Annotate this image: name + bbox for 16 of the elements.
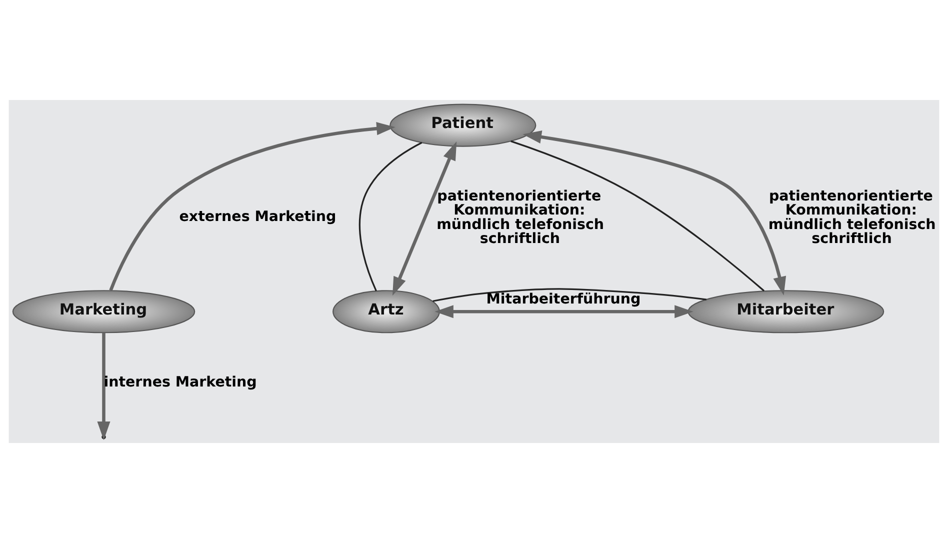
edge-label: Mitarbeiterführung [486,291,641,308]
edge-label: internes Marketing [104,374,257,391]
arrow [434,305,694,318]
connector [510,140,765,292]
connector [358,142,422,292]
edge-label: externes Marketing [179,209,336,226]
node-ellipse: Patient [390,104,536,147]
node-ellipse: Mitarbeiter [688,290,884,334]
node-ellipse: Artz [332,290,440,334]
arrow [392,142,457,296]
arrow [109,122,396,291]
node-ellipse: Marketing [12,290,196,334]
edge-label: patientenorientierte Kommunikation: mündlich telefonisch schriftlich [436,188,604,247]
arrow [522,130,786,296]
connector [432,288,707,302]
edge-label: patientenorientierte Kommunikation: mündlich telefonisch schriftlich [768,188,936,247]
